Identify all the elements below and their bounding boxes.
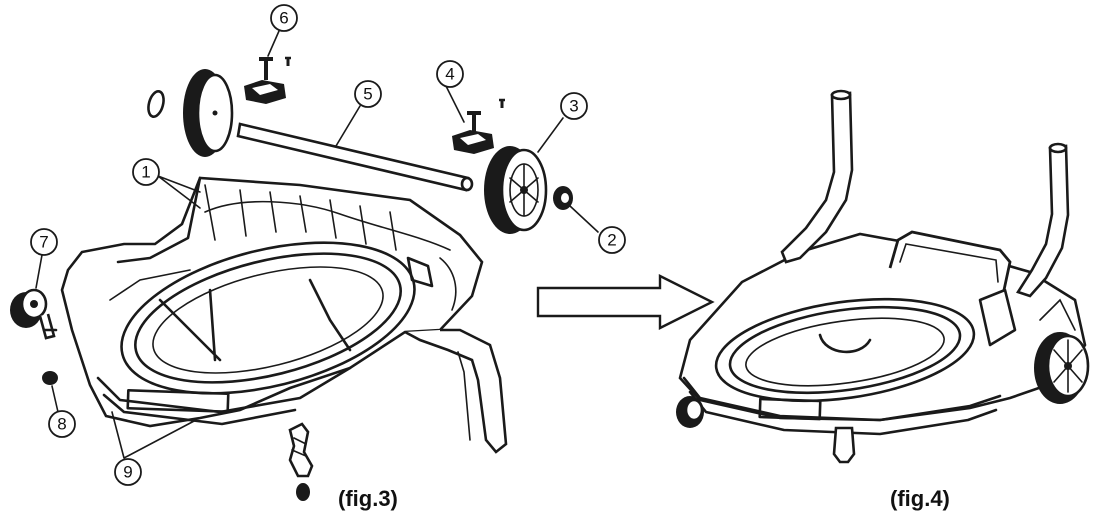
callout-5: 5: [354, 80, 382, 108]
fig4-caption: (fig.4): [890, 486, 950, 511]
right-upright: [1016, 144, 1070, 298]
assembled-caster: [676, 396, 704, 428]
leader-6: [267, 30, 280, 57]
transition-arrow: [536, 274, 715, 330]
caster-wheel: [10, 288, 58, 340]
svg-text:5: 5: [363, 85, 372, 104]
washer: [553, 186, 573, 210]
leader-7: [35, 254, 43, 289]
callout-2: 2: [598, 226, 626, 254]
assembled-wheel: [1034, 332, 1090, 404]
svg-text:2: 2: [607, 231, 616, 250]
fig3-caption: (fig.3): [338, 486, 398, 511]
leader-2: [569, 205, 599, 233]
foot: [288, 422, 314, 501]
svg-text:1: 1: [141, 163, 150, 182]
callout-4: 4: [436, 60, 464, 88]
leader-4: [445, 85, 465, 123]
right-wheel: [484, 146, 548, 234]
bracket-4: [452, 98, 505, 154]
callout-7: 7: [30, 228, 58, 256]
leader-1: [157, 175, 201, 209]
base-body: [60, 176, 508, 454]
svg-text:7: 7: [39, 233, 48, 252]
fig4-assembled-view: (fig.4): [676, 89, 1090, 511]
svg-text:4: 4: [445, 65, 454, 84]
axle: [236, 122, 474, 192]
svg-text:3: 3: [569, 97, 578, 116]
svg-text:9: 9: [123, 463, 132, 482]
clip-ring: [147, 90, 165, 118]
plug: [42, 371, 58, 385]
callout-1: 1: [132, 158, 160, 186]
leader-3: [537, 117, 564, 153]
callout-8: 8: [48, 410, 76, 438]
leader-5: [335, 105, 361, 147]
svg-text:6: 6: [279, 9, 288, 28]
left-wheel: [183, 69, 234, 157]
callout-6: 6: [270, 4, 298, 32]
svg-text:8: 8: [57, 415, 66, 434]
callout-3: 3: [560, 92, 588, 120]
fig3-exploded-view: 1 2 3 4 5 6 7 8 9 (fig.3): [10, 4, 626, 511]
bracket-6: [244, 56, 291, 104]
leader-8: [51, 385, 59, 413]
assembled-foot: [832, 426, 856, 464]
left-upright: [780, 91, 854, 264]
callout-9: 9: [114, 458, 142, 486]
leader-9: [111, 411, 197, 459]
